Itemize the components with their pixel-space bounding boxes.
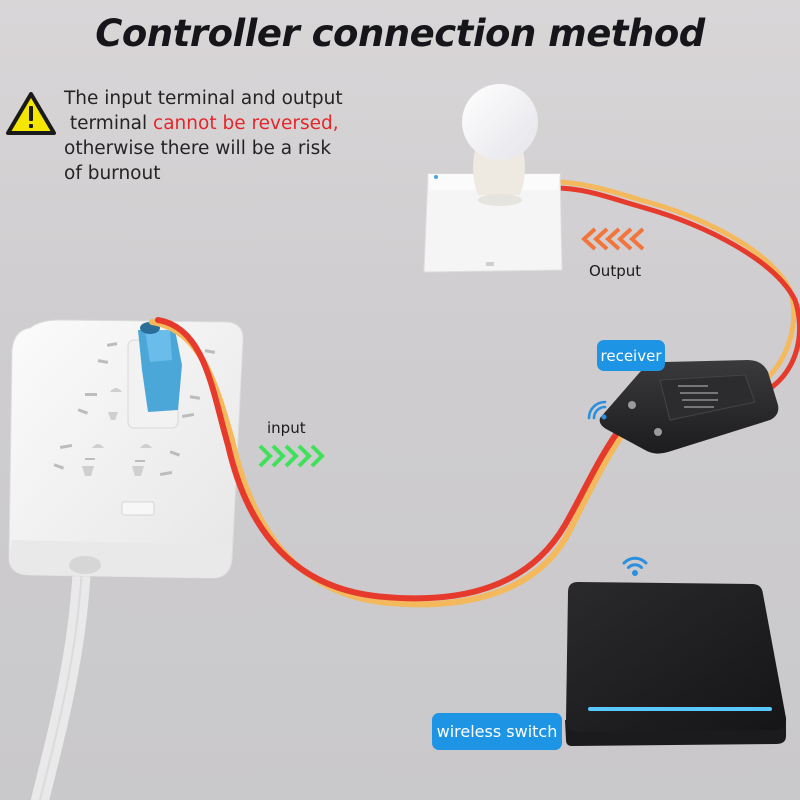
output-arrows-icon xyxy=(579,226,649,252)
warning-line-1: The input terminal and output xyxy=(64,88,343,109)
input-label: input xyxy=(267,419,306,437)
output-wires xyxy=(552,179,800,395)
wifi-signal-icon xyxy=(585,398,609,420)
page-title: Controller connection method xyxy=(95,12,705,55)
warning-line-2: terminal cannot be reversed, xyxy=(64,111,404,136)
light-bulb xyxy=(462,84,538,206)
switch-led-bar xyxy=(588,707,772,711)
plug-connector xyxy=(127,322,182,429)
receiver-device xyxy=(599,360,779,454)
wifi-icon xyxy=(621,554,649,578)
warning-message: The input terminal and output terminal c… xyxy=(64,86,404,186)
wireless-switch-label: wireless switch xyxy=(432,713,562,750)
wireless-switch-device xyxy=(565,582,787,746)
input-wires xyxy=(149,317,628,608)
output-label: Output xyxy=(589,262,642,280)
input-arrows-icon xyxy=(256,444,328,468)
power-cord xyxy=(31,556,91,800)
warning-line-3: otherwise there will be a risk xyxy=(64,138,332,159)
warning-highlight: cannot be reversed, xyxy=(153,113,339,134)
warning-triangle-icon xyxy=(6,92,56,136)
warning-line-4: of burnout xyxy=(64,163,161,184)
warning-line-2-prefix: terminal xyxy=(64,113,154,134)
receiver-label: receiver xyxy=(597,340,665,371)
power-strip xyxy=(8,319,244,579)
